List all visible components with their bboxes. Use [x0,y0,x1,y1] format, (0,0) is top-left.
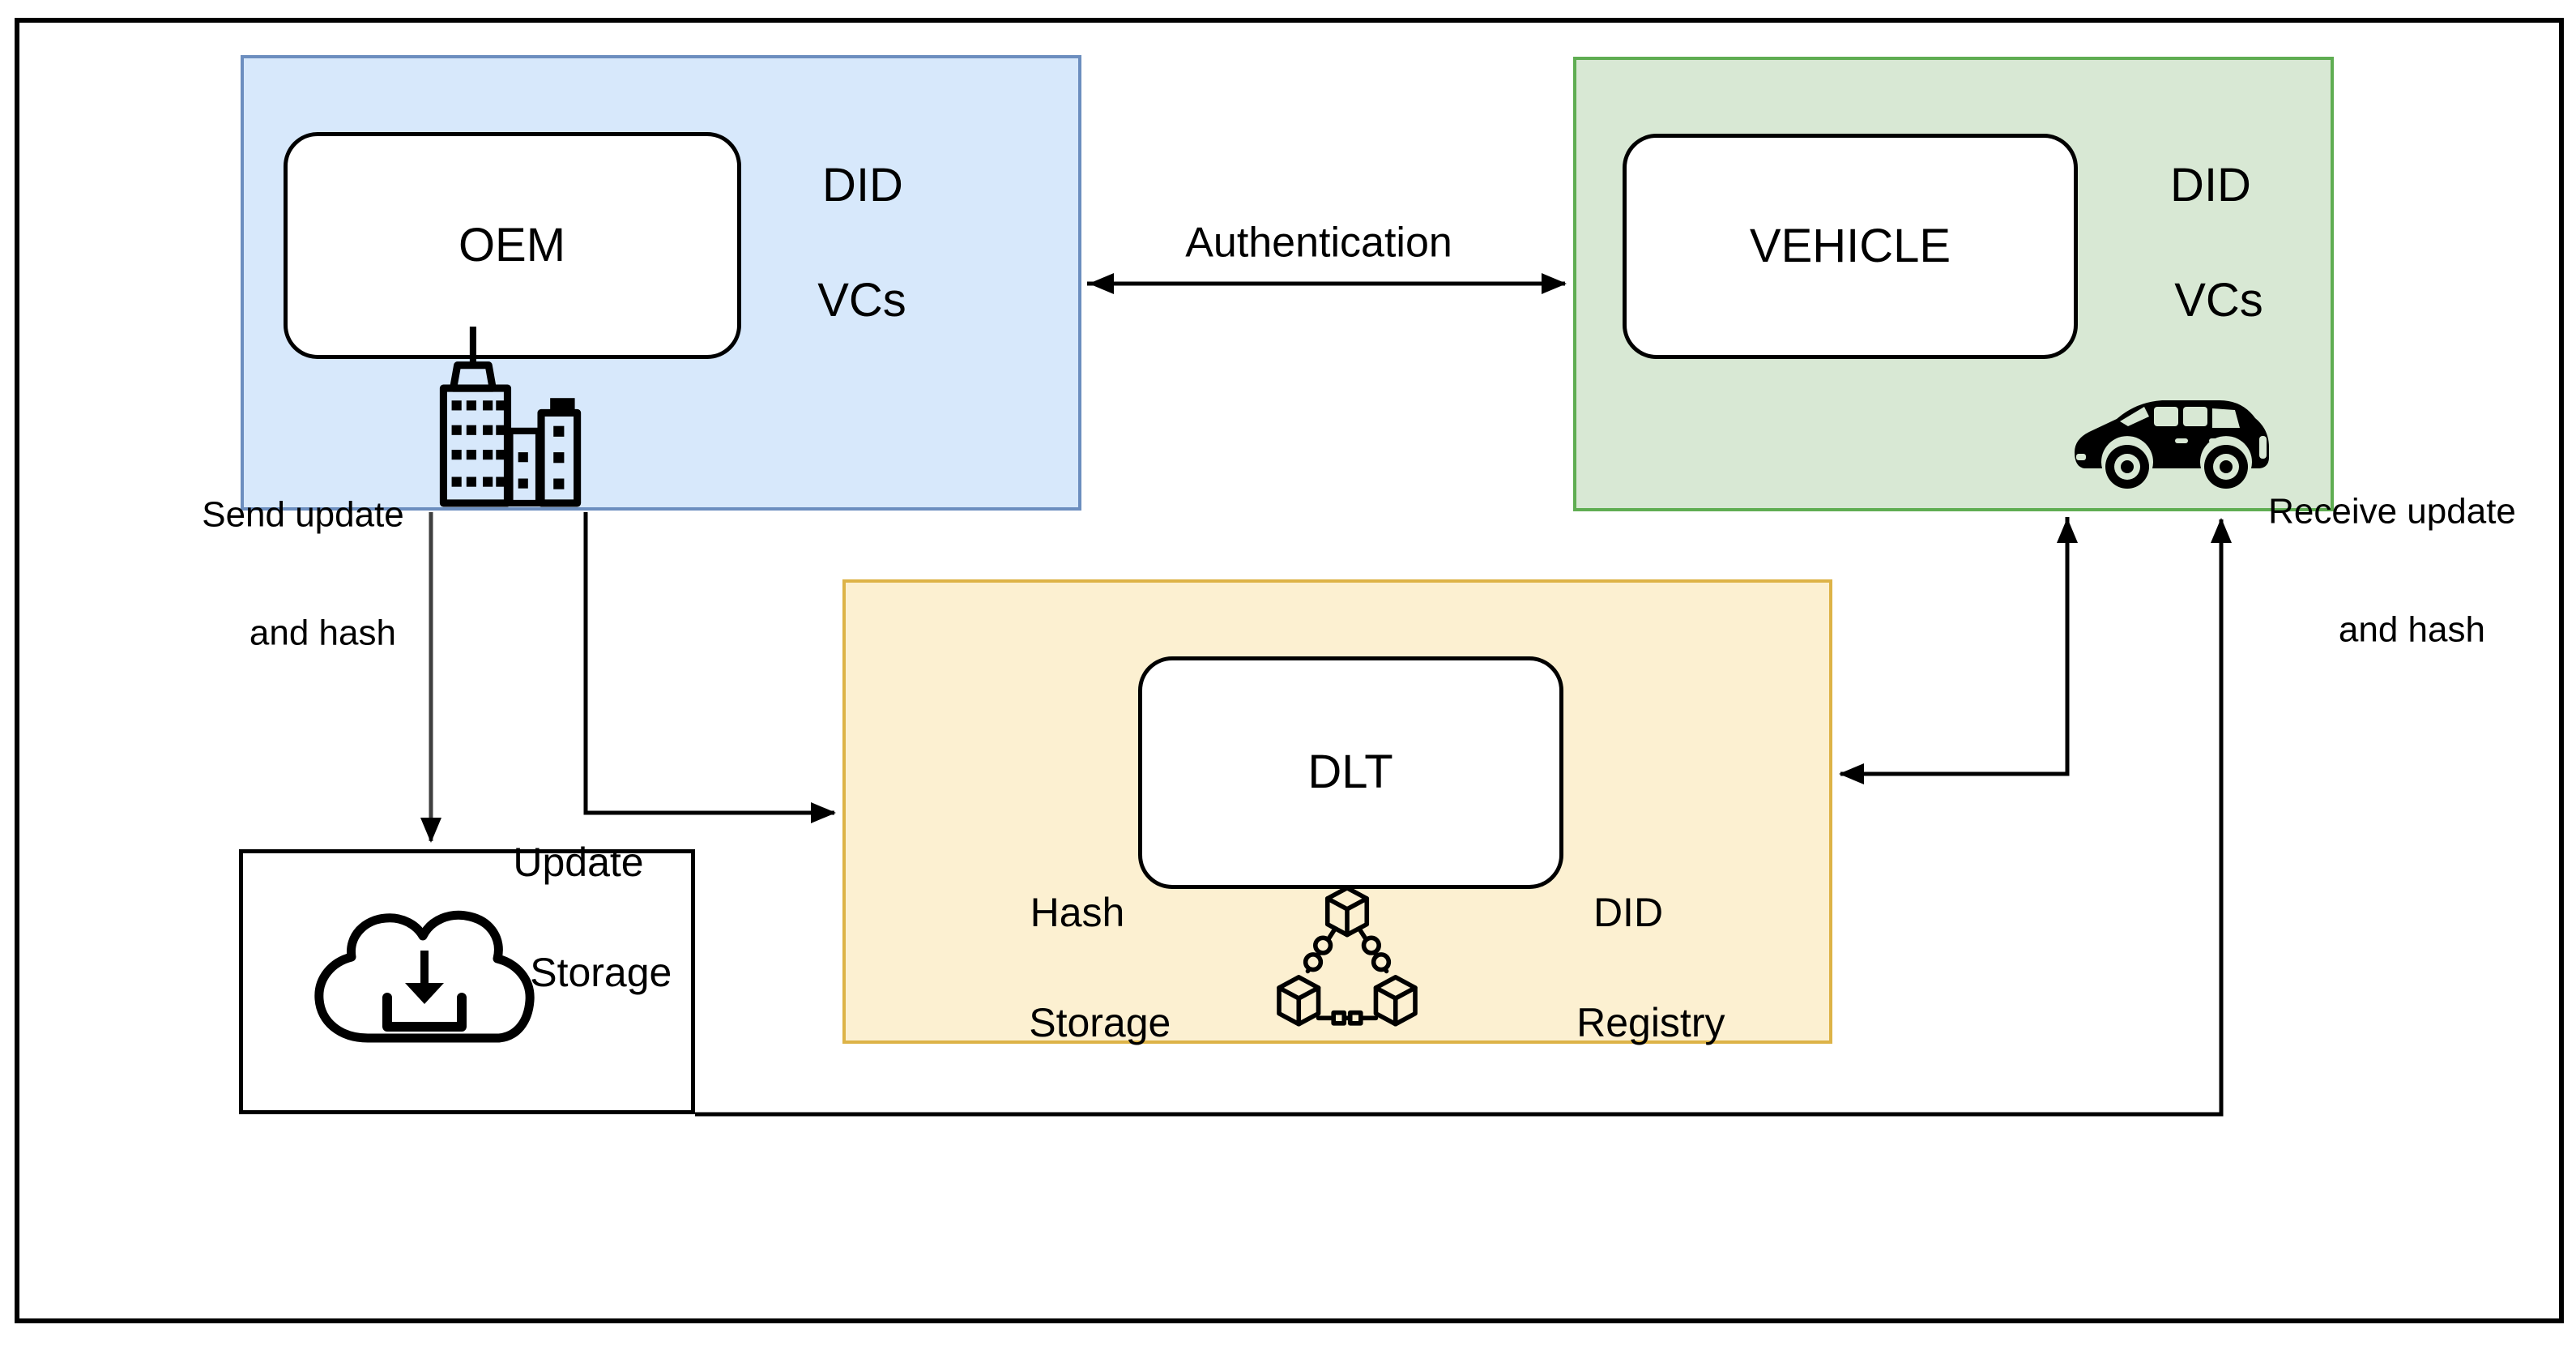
send-update-line1: Send update [202,494,404,535]
car-icon [2075,400,2269,489]
did-registry-line1: DID [1593,890,1664,935]
hash-storage-line2: Storage [1029,1000,1171,1045]
update-storage-label: Update Storage [485,835,672,1000]
oem-label: OEM [458,218,566,271]
did-registry-label: DID Registry [1532,885,1725,1050]
update-storage-box [239,849,695,1114]
vehicle-did-label: DID [2170,158,2251,212]
update-storage-line2: Storage [530,950,672,995]
send-update-label: Send update and hash [202,485,404,663]
oem-vcs-label: VCs [817,273,906,327]
receive-update-label: Receive update and hash [2268,482,2516,660]
oem-did-label: DID [822,158,903,212]
dlt-label: DLT [1307,745,1393,798]
send-update-line2: and hash [249,613,396,653]
update-storage-line1: Update [513,840,644,885]
vehicle-label: VEHICLE [1749,219,1951,272]
authentication-label: Authentication [1185,219,1452,267]
office-building-icon [439,327,582,507]
building-windows [451,400,506,487]
diagram-outer-border [15,18,2564,1323]
blockchain-cubes-icon [1277,885,1418,1027]
dlt-node [1138,656,1563,889]
vehicle-vcs-label: VCs [2174,273,2263,327]
vehicle-node [1623,134,2078,359]
cloud-download-icon [314,910,535,1043]
hash-storage-line1: Hash [1030,890,1125,935]
receive-update-line2: and hash [2338,609,2485,650]
oem-node [284,132,741,359]
hash-storage-label: Hash Storage [984,885,1171,1050]
receive-update-line1: Receive update [2268,491,2516,532]
did-registry-line2: Registry [1576,1000,1725,1045]
